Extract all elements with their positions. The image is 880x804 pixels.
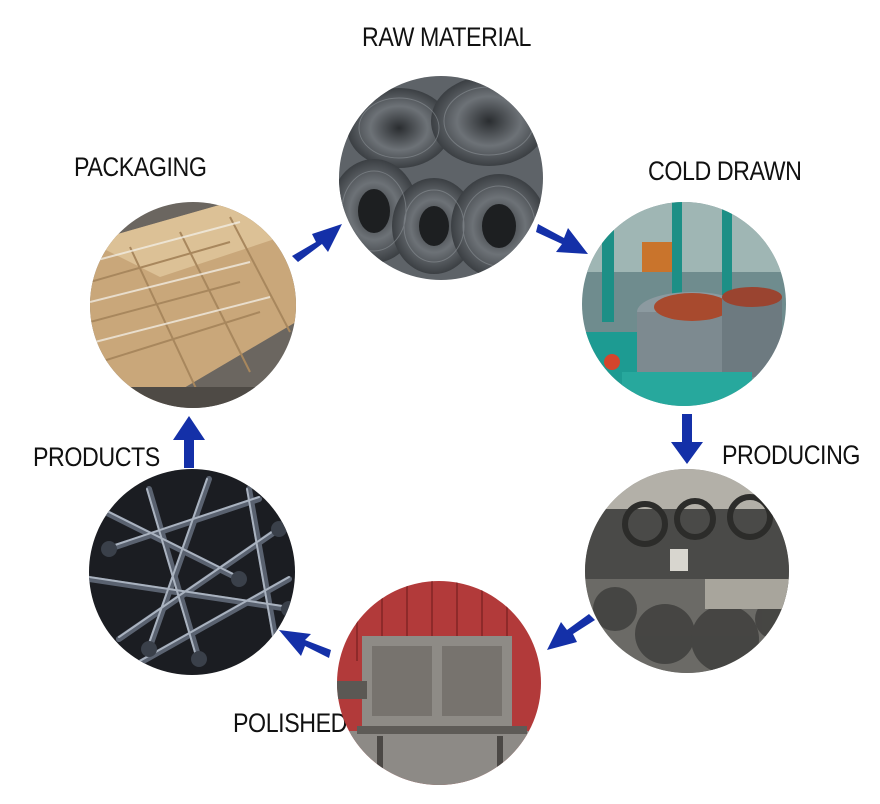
raw-material-photo [339,76,543,280]
label-products: PRODUCTS [33,442,160,473]
arrow-polished-to-products-icon [277,626,331,670]
arrow-raw-to-cold-icon [536,214,592,262]
label-producing: PRODUCING [722,440,860,471]
label-polished: POLISHED [233,708,347,739]
products-photo [89,469,295,675]
producing-photo [585,469,789,673]
packaging-photo [90,202,296,408]
arrow-packaging-to-raw-icon [290,220,344,264]
arrow-cold-to-producing-icon [669,414,705,466]
arrow-products-to-packaging-icon [172,416,206,468]
label-cold-drawn: COLD DRAWN [648,156,802,187]
arrow-producing-to-polished-icon [543,612,597,660]
cold-drawn-photo [582,202,786,406]
label-packaging: PACKAGING [74,152,206,183]
label-raw-material: RAW MATERIAL [362,22,531,53]
polished-photo [337,581,541,785]
